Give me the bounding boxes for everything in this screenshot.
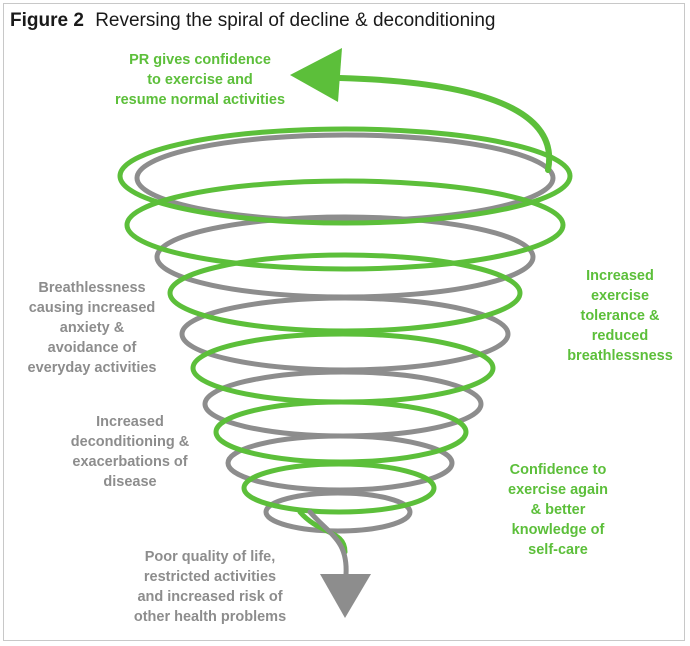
label-pr-confidence: PR gives confidence to exercise and resu… [114,52,286,108]
green-coil-1 [117,126,573,226]
label-confidence-again: Confidence to exercise again & better kn… [508,462,608,558]
green-coil-5 [213,399,469,465]
grey-tail [307,509,349,578]
figure-title: Figure 2 Reversing the spiral of decline… [10,10,496,32]
label-breathlessness: Breathlessness causing increased anxiety… [27,280,157,376]
green-coil-2 [124,178,566,272]
label-deconditioning: Increased deconditioning & exacerbations… [70,414,190,490]
figure-number: Figure 2 [10,10,84,31]
grey-coil-5 [225,433,455,493]
grey-arrowhead-icon [320,574,371,618]
green-coil-6 [241,461,437,515]
label-exercise-tolerance: Increased exercise tolerance & reduced b… [567,268,673,364]
green-arrowhead-icon [290,48,342,102]
green-upper-arc [337,75,553,173]
grey-coil-1 [134,132,556,224]
label-poor-quality: Poor quality of life, restricted activit… [133,549,287,625]
grey-coil-6 [263,490,413,534]
figure-frame [3,3,685,641]
green-coil-3 [167,252,523,334]
figure-caption: Reversing the spiral of decline & decond… [95,10,496,31]
